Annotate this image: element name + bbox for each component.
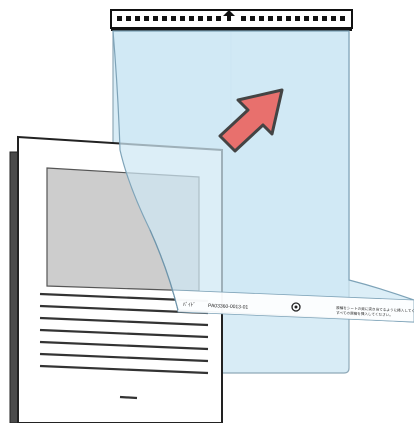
footer-left-label: ﾊﾟｲﾄﾞ	[183, 301, 196, 308]
carrier-sheet-header-strip	[111, 10, 352, 31]
